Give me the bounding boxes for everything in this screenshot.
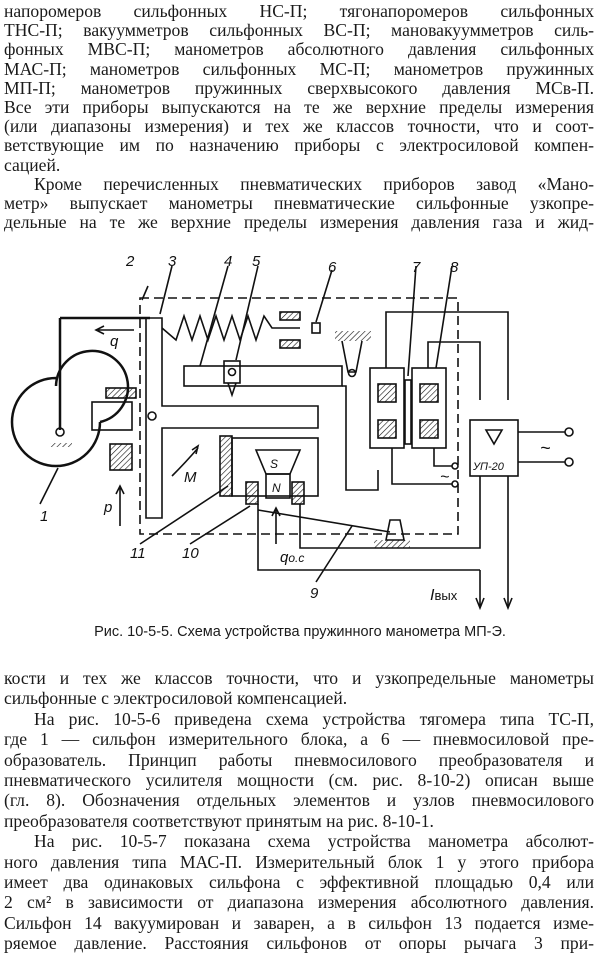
- text-line: преобразователя соответствуют принятым н…: [4, 810, 434, 831]
- amplifier-box: [469, 419, 519, 477]
- label-3: 3: [168, 253, 177, 270]
- label-10: 10: [182, 545, 199, 562]
- text-line: напоромеров сильфонных НС-П; тягонапором…: [4, 2, 594, 21]
- top-paragraphs: напоромеров сильфонных НС-П; тягонапором…: [4, 2, 594, 232]
- text-line: фонных МВС-П; манометров абсолютного дав…: [4, 40, 594, 60]
- label-1: 1: [40, 508, 48, 525]
- bottom-paragraphs: кости и тех же классов точности, что и у…: [4, 668, 594, 954]
- label-9: 9: [310, 585, 319, 602]
- label-2: 2: [125, 253, 135, 270]
- text-line: ТНС-П; вакуумметров сильфонных ВС-П; ман…: [4, 21, 594, 41]
- text-line: МАС-П; манометров сильфонных МС-П; маном…: [4, 59, 594, 79]
- label-7: 7: [412, 259, 421, 276]
- label-5: 5: [252, 253, 261, 270]
- text-line: Сильфон 14 вакуумирован и заварен, а в с…: [4, 912, 594, 933]
- text-line: Кроме перечисленных пневматических прибо…: [34, 174, 594, 194]
- text-line: сильфонные с электросиловой компенсацией…: [4, 688, 348, 709]
- text-line: имеет два одинаковых сильфона с эффектив…: [4, 872, 594, 893]
- text-line: сацией.: [4, 155, 61, 175]
- lever-9: [257, 509, 391, 533]
- ac-symbol: ~: [540, 438, 551, 458]
- label-q: q: [110, 333, 119, 350]
- text-line: кости и тех же классов точности, что и у…: [4, 668, 594, 688]
- text-line: 2 см² в зависимости от диапазона измерен…: [4, 892, 594, 913]
- text-line: дельные на те же верхние пределы измерен…: [4, 213, 594, 233]
- label-S: S: [270, 457, 278, 471]
- ac-symbol-2: ~: [440, 469, 449, 486]
- slider-5: [223, 360, 241, 384]
- label-N: N: [272, 481, 281, 495]
- label-M: M: [184, 469, 197, 486]
- text-line: (или диапазоны измерения) и тех же класс…: [4, 117, 594, 137]
- text-line: ряемое давление. Расстояния сильфонов от…: [4, 933, 594, 954]
- text-line: (гл. 8). Обозначения отдельных элементов…: [4, 790, 594, 811]
- text-line: МП-П; манометров пружинных сверхвысокого…: [4, 78, 594, 98]
- label-q-os: qо.с: [280, 549, 304, 566]
- label-4: 4: [224, 253, 232, 270]
- label-p: p: [103, 499, 112, 516]
- label-6: 6: [328, 259, 337, 276]
- text-line: где 1 — сильфон измерительного блока, а …: [4, 729, 594, 750]
- figure-caption: Рис. 10-5-5. Схема устройства пружинного…: [94, 624, 506, 640]
- text-line: пневматического усилителя мощности (см. …: [4, 770, 594, 791]
- label-i-out: Iвых: [430, 587, 458, 604]
- text-line: На рис. 10-5-7 показана схема устройства…: [34, 831, 594, 852]
- label-8: 8: [450, 259, 459, 276]
- spring: [161, 313, 300, 343]
- text-line: образователь. Принцип работы пневмосилов…: [4, 749, 594, 770]
- text-line: Все эти приборы выпускаются на те же вер…: [4, 98, 594, 118]
- housing-outline: [139, 297, 459, 535]
- text-line: ного давления типа МАС-П. Измерительный …: [4, 851, 594, 872]
- text-line: метр» выпускает манометры пневматические…: [4, 194, 594, 214]
- text-line: На рис. 10-5-6 приведена схема устройств…: [34, 708, 594, 729]
- bar-4: [183, 365, 343, 387]
- lever: [145, 317, 319, 519]
- manometer-schematic: 1 2 3 4 5 6 7 8 9 10 11 q p M qо.с S N У…: [10, 253, 574, 611]
- text-line: ветствующие им по назначению приборы с э…: [4, 136, 594, 156]
- amplifier-label: УП-20: [472, 461, 505, 473]
- label-11: 11: [130, 545, 146, 562]
- bourdon-tube: [10, 349, 130, 468]
